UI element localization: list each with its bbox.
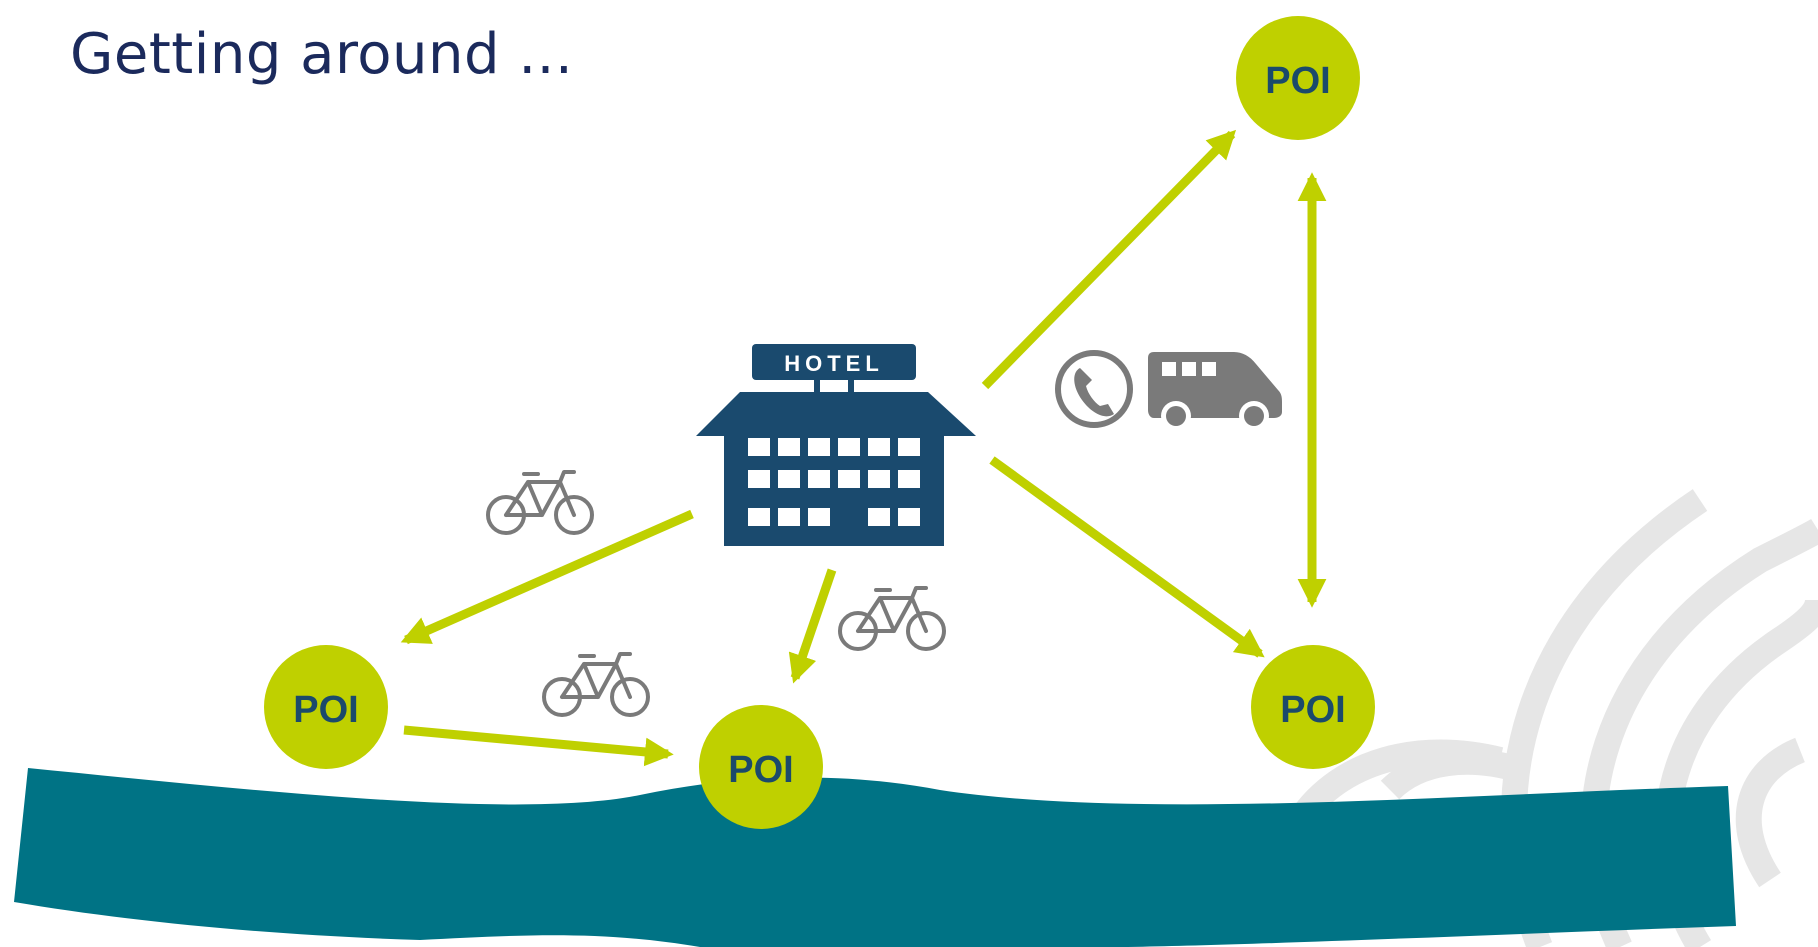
arrow-hotel-to-poi-center [788, 568, 837, 684]
arrow-poi-left-to-poi-center [403, 725, 674, 767]
poi-center: POI [699, 705, 823, 829]
bicycle-icon [486, 470, 594, 535]
poi-label: POI [728, 749, 793, 791]
hotel-building-icon: HOTEL [696, 344, 976, 546]
poi-left: POI [264, 645, 388, 769]
river [14, 768, 1736, 947]
phone-icon [1055, 350, 1133, 428]
hotel-sign-text: HOTEL [784, 351, 884, 376]
bicycle-icon [542, 652, 650, 717]
arrow-hotel-to-poi-top-right [981, 129, 1237, 390]
poi-right: POI [1251, 645, 1375, 769]
bicycle-icon [838, 586, 946, 651]
poi-label: POI [1280, 689, 1345, 731]
arrow-hotel-to-poi-right [989, 456, 1265, 658]
van-icon [1148, 352, 1282, 431]
poi-label: POI [293, 689, 358, 731]
poi-label: POI [1265, 60, 1330, 102]
poi-top-right: POI [1236, 16, 1360, 140]
arrow-hotel-to-poi-left [400, 509, 694, 645]
arrows [400, 129, 1327, 767]
slide-title: Getting around ... [70, 22, 574, 87]
